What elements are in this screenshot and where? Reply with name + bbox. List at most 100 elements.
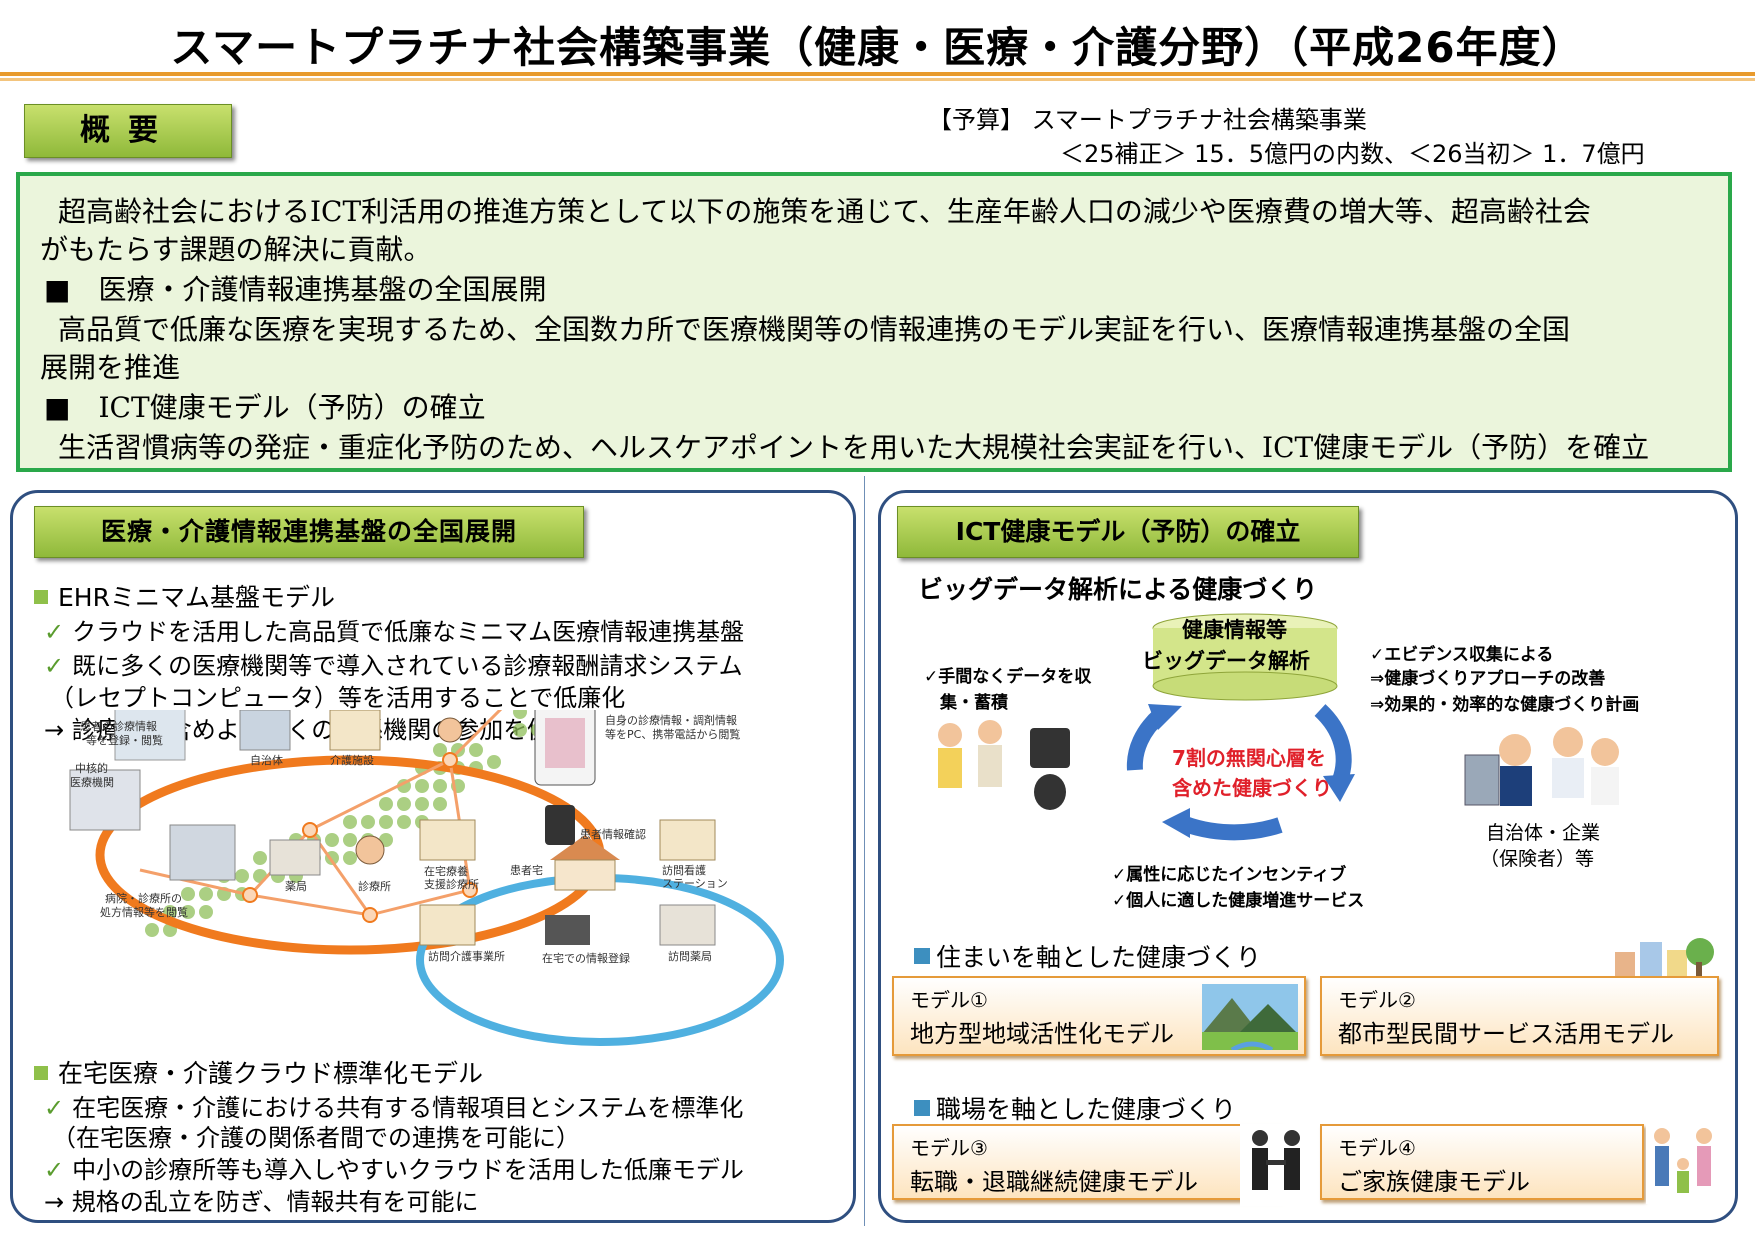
column-divider: [864, 476, 865, 1226]
left-panel-tag: 医療・介護情報連携基盤の全国展開: [34, 506, 584, 558]
home-care-clinic-icon: [419, 819, 476, 861]
svg-text:介護施設: 介護施設: [330, 753, 374, 767]
ehr-section-title: EHRミニマム基盤モデル: [34, 578, 335, 614]
model-card-1[interactable]: モデル① 地方型地域活性化モデル: [892, 976, 1306, 1056]
db-label-2: ビッグデータ解析: [1142, 649, 1310, 673]
walking-people-icon: [938, 720, 1002, 788]
center-text-1: 7割の無関心層を: [1172, 746, 1326, 770]
ehr-item-2: ✓既に多くの医療機関等で導入されている診療報酬請求システム: [44, 652, 743, 680]
org-label-1: 自治体・企業: [1486, 822, 1601, 844]
tablet-icon: [545, 915, 590, 945]
budget-amount: ＜25補正＞ 15．5億円の内数、＜26当初＞ 1．7億円: [1060, 140, 1645, 168]
pharmacy-icon: [269, 839, 321, 876]
db-label-1: 健康情報等: [1182, 618, 1287, 642]
handshake-icon: [1240, 1124, 1312, 1206]
health-cycle-diagram: [938, 613, 1619, 841]
model-name: 地方型地域活性化モデル: [910, 1020, 1174, 1048]
summary-item1-body2: 展開を推進: [40, 351, 181, 384]
home-result: → 規格の乱立を防ぎ、情報共有を可能に: [44, 1188, 479, 1216]
check-icon: ✓: [44, 652, 65, 680]
visiting-pharmacy-icon: [659, 904, 716, 946]
svg-text:自治体: 自治体: [250, 753, 283, 767]
org-label-2: （保険者）等: [1480, 848, 1595, 870]
office-building-icon: [1464, 754, 1500, 806]
nurse-icon: [1591, 738, 1619, 805]
summary-intro-line2: がもたらす課題の解決に貢献。: [40, 233, 432, 266]
phone-app-icon: [534, 710, 596, 786]
hospital-clinic-icon: [169, 824, 236, 881]
model-card-4[interactable]: モデル④ ご家族健康モデル: [1320, 1124, 1644, 1200]
municipality-building-icon: [239, 710, 291, 751]
green-square-icon: [34, 590, 48, 604]
svg-text:患者情報確認: 患者情報確認: [580, 827, 646, 841]
svg-text:患者の診療情報: 患者の診療情報: [80, 719, 157, 733]
svg-text:等を登録・閲覧: 等を登録・閲覧: [86, 733, 163, 747]
family-icon: [1646, 1124, 1722, 1204]
workplace-section-title: 職場を軸とした健康づくり: [914, 1090, 1236, 1126]
right-note-2: ⇒健康づくりアプローチの改善: [1370, 669, 1606, 689]
clinic-icon: [355, 835, 385, 865]
japan-map-dots: [145, 710, 563, 937]
green-square-icon: [34, 1066, 48, 1080]
left-note-1: ✓手間なくデータを収: [924, 667, 1092, 687]
model-name: 転職・退職継続健康モデル: [910, 1168, 1198, 1196]
svg-text:医療機関: 医療機関: [70, 775, 114, 789]
svg-text:訪問薬局: 訪問薬局: [668, 949, 712, 963]
doctor-icon: [1552, 727, 1584, 798]
ehr-item-3: （レセプトコンピュータ）等を活用することで低廉化: [50, 684, 626, 712]
home-item-3: ✓中小の診療所等も導入しやすいクラウドを活用した低廉モデル: [44, 1156, 744, 1184]
svg-text:訪問介護事業所: 訪問介護事業所: [428, 949, 505, 963]
right-note-3: ⇒効果的・効率的な健康づくり計画: [1370, 695, 1640, 715]
ehr-item-1: ✓クラウドを活用した高品質で低廉なミニマム医療情報連携基盤: [44, 618, 745, 646]
svg-text:自身の診療情報・調剤情報: 自身の診療情報・調剤情報: [605, 713, 737, 727]
townscape-icon: [1615, 938, 1714, 982]
svg-text:処方情報等を閲覧: 処方情報等を閲覧: [100, 905, 188, 919]
check-icon: ✓: [44, 618, 65, 646]
title-divider: [0, 72, 1755, 76]
database-icon: [1152, 613, 1338, 701]
model-card-3[interactable]: モデル③ 転職・退職継続健康モデル: [892, 1124, 1281, 1200]
blue-square-icon: [914, 948, 930, 964]
summary-item1-title: ■ 医療・介護情報連携基盤の全国展開: [44, 273, 547, 306]
left-note-2: 集・蓄積: [940, 693, 1008, 713]
patient-home-icon: [550, 835, 620, 891]
overview-label: 概要: [24, 104, 232, 158]
model-card-2[interactable]: モデル② 都市型民間サービス活用モデル: [1320, 976, 1719, 1056]
home-item-1: ✓在宅医療・介護における共有する情報項目とシステムを標準化: [44, 1094, 744, 1122]
visiting-nurse-icon: [659, 819, 716, 861]
right-panel-tag: ICT健康モデル（予防）の確立: [897, 506, 1359, 558]
mobile-check-icon: [545, 805, 575, 845]
network-diagram: 患者の診療情報 等を登録・閲覧 自治体 介護施設 患者・住民 自身の診療情報・調…: [69, 710, 784, 1046]
model-number: モデル②: [1338, 988, 1416, 1012]
home-care-section-title: 在宅医療・介護クラウド標準化モデル: [34, 1054, 483, 1090]
mountain-landscape-icon: [1202, 984, 1298, 1050]
svg-text:ステーション: ステーション: [662, 877, 728, 890]
svg-text:診療所: 診療所: [358, 879, 391, 893]
bottom-note-2: ✓個人に適した健康増進サービス: [1112, 891, 1365, 911]
bigdata-title: ビッグデータ解析による健康づくり: [918, 575, 1318, 604]
patient-resident-icon: [437, 717, 463, 743]
svg-text:患者・住民: 患者・住民: [445, 710, 500, 711]
svg-text:患者宅: 患者宅: [510, 863, 543, 877]
core-hospital-icon: [69, 769, 141, 831]
svg-text:支援診療所: 支援診療所: [424, 877, 479, 891]
home-care-office-icon: [419, 904, 476, 946]
summary-item2-body: 生活習慣病等の発症・重症化予防のため、ヘルスケアポイントを用いた大規模社会実証を…: [58, 431, 1650, 464]
summary-box: 超高齢社会におけるICT利活用の推進方策として以下の施策を通じて、生産年齢人口の…: [16, 172, 1732, 472]
title-divider-light: [0, 78, 1755, 81]
model-number: モデル①: [910, 988, 988, 1012]
svg-text:病院・診療所の: 病院・診療所の: [105, 891, 182, 905]
housing-section-title: 住まいを軸とした健康づくり: [914, 938, 1261, 974]
svg-text:等をPC、携帯電話から閲覧: 等をPC、携帯電話から閲覧: [605, 727, 740, 741]
svg-text:中核的: 中核的: [75, 761, 108, 775]
care-facility-icon: [329, 710, 381, 751]
right-panel: [878, 490, 1738, 1223]
check-icon: ✓: [44, 1156, 65, 1184]
bottom-note-1: ✓属性に応じたインセンティブ: [1112, 865, 1347, 885]
center-text-2: 含めた健康づくり: [1172, 776, 1332, 800]
model-number: モデル④: [1338, 1136, 1416, 1160]
right-note-1: ✓エビデンス収集による: [1370, 645, 1554, 665]
doctor-register-icon: [114, 710, 186, 761]
summary-intro-line1: 超高齢社会におけるICT利活用の推進方策として以下の施策を通じて、生産年齢人口の…: [58, 195, 1591, 228]
home-item-2: （在宅医療・介護の関係者間での連携を可能に）: [52, 1124, 580, 1152]
